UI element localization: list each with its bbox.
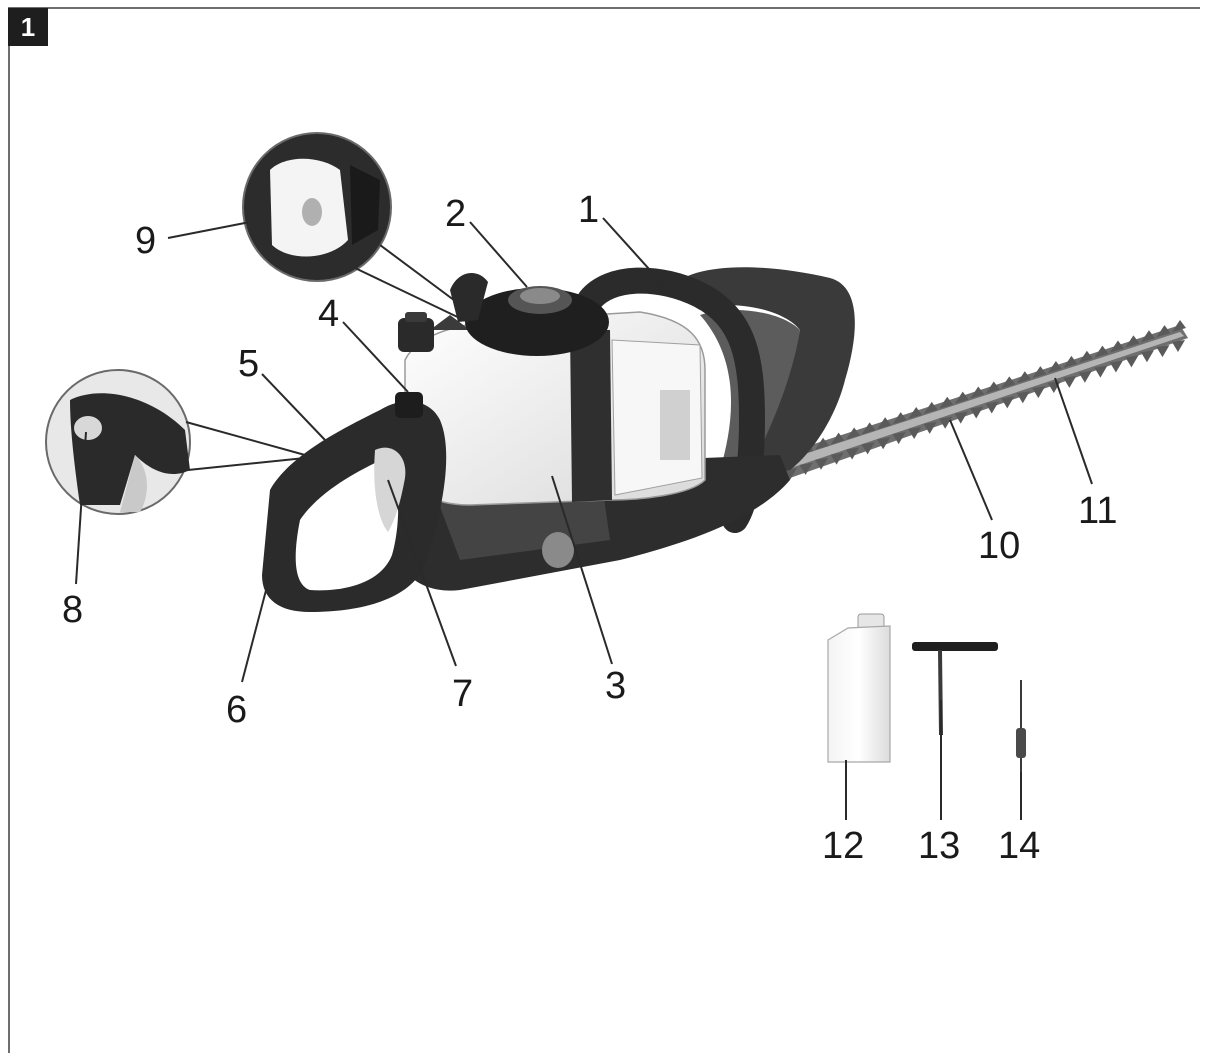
oil-mixing-bottle bbox=[827, 613, 891, 763]
blade-tooth bbox=[830, 432, 845, 445]
rear-handle bbox=[262, 392, 447, 612]
blade-tooth bbox=[861, 422, 876, 435]
blade-tooth bbox=[970, 406, 984, 419]
blade-tooth bbox=[1063, 355, 1078, 368]
callout-9: 9 bbox=[135, 220, 156, 262]
blade-tooth bbox=[1032, 366, 1047, 379]
callout-13: 13 bbox=[918, 825, 960, 867]
leader-lines bbox=[75, 217, 1093, 820]
leader-7 bbox=[387, 479, 457, 667]
blade-tooth bbox=[1156, 325, 1171, 338]
blade-tooth bbox=[954, 411, 968, 424]
blade-tooth bbox=[1125, 335, 1140, 348]
blade-tooth bbox=[892, 412, 907, 425]
blade-tooth bbox=[1032, 386, 1046, 399]
leader-8 bbox=[75, 431, 87, 585]
blade-tooth bbox=[830, 452, 844, 465]
blade-tooth bbox=[1109, 360, 1123, 373]
blade-tooth bbox=[1156, 345, 1170, 358]
blade-tooth bbox=[1125, 355, 1139, 368]
leader-6 bbox=[241, 574, 271, 683]
blade-tooth bbox=[908, 407, 923, 420]
blade-tooth bbox=[1094, 365, 1108, 378]
blade-tooth bbox=[1078, 350, 1093, 363]
engine-housing bbox=[398, 311, 706, 506]
blade-tooth bbox=[923, 401, 938, 414]
leader-3 bbox=[551, 475, 613, 665]
callout-14: 14 bbox=[998, 825, 1040, 867]
blade-tooth bbox=[939, 396, 954, 409]
callout-3: 3 bbox=[605, 665, 626, 707]
leader-11 bbox=[1054, 377, 1093, 485]
blade-tooth bbox=[954, 391, 969, 404]
blade-tooth bbox=[861, 442, 875, 455]
blade-tooth bbox=[1078, 370, 1092, 383]
callout-2: 2 bbox=[445, 193, 466, 235]
starter-housing bbox=[450, 272, 609, 356]
callout-8: 8 bbox=[62, 589, 83, 631]
callout-10: 10 bbox=[978, 525, 1020, 567]
leader-2 bbox=[469, 221, 528, 288]
leader-10 bbox=[949, 419, 993, 521]
callout-4: 4 bbox=[318, 293, 339, 335]
leader-9 bbox=[167, 221, 251, 239]
blade-tooth bbox=[970, 386, 985, 399]
blade-tooth bbox=[815, 437, 830, 450]
blade-tooth bbox=[799, 462, 813, 475]
blade-tooth bbox=[1094, 345, 1109, 358]
callout-1: 1 bbox=[578, 189, 599, 231]
figure-number-badge: 1 bbox=[8, 8, 48, 46]
blade-tooth bbox=[1172, 340, 1185, 352]
blade-tooth bbox=[1001, 396, 1015, 409]
inset-throttle-lock bbox=[45, 369, 191, 515]
blade-tooth bbox=[985, 401, 999, 414]
blade-tooth bbox=[892, 432, 906, 445]
callout-11: 11 bbox=[1078, 490, 1117, 532]
blade-tooth bbox=[846, 427, 861, 440]
inset-connector-lines bbox=[185, 244, 479, 471]
callout-labels: 1 2 3 4 5 6 7 8 9 10 11 12 13 14 bbox=[62, 189, 1117, 867]
blade-tooth bbox=[939, 416, 953, 429]
blade-tooth bbox=[985, 381, 1000, 394]
blade-tooth bbox=[1063, 375, 1077, 388]
blade-tooth bbox=[1140, 330, 1155, 343]
blade-tooth bbox=[923, 421, 937, 434]
blade-tooth bbox=[908, 427, 922, 440]
blade-tooth bbox=[815, 457, 829, 470]
callout-7: 7 bbox=[452, 673, 473, 715]
blade-tooth bbox=[846, 447, 860, 460]
blade-tooth bbox=[877, 437, 891, 450]
blade-tooth bbox=[1047, 360, 1062, 373]
blade-tooth bbox=[1016, 391, 1030, 404]
blade-tooth bbox=[1172, 320, 1186, 332]
callout-6: 6 bbox=[226, 689, 247, 731]
blade-tooth bbox=[1001, 376, 1016, 389]
blade-tooth bbox=[784, 468, 797, 480]
inset-air-filter bbox=[242, 132, 392, 282]
leader-1 bbox=[602, 217, 669, 291]
blade-tooth bbox=[1140, 350, 1154, 363]
spark-plug-wrench bbox=[912, 642, 998, 736]
callout-5: 5 bbox=[238, 343, 259, 385]
callout-12: 12 bbox=[822, 825, 864, 867]
leader-4 bbox=[342, 321, 409, 393]
leader-5 bbox=[261, 373, 326, 441]
screwdriver bbox=[1016, 680, 1026, 772]
blade-tooth bbox=[1109, 340, 1124, 353]
blade-tooth bbox=[1016, 371, 1031, 384]
blade-tooth bbox=[877, 417, 892, 430]
